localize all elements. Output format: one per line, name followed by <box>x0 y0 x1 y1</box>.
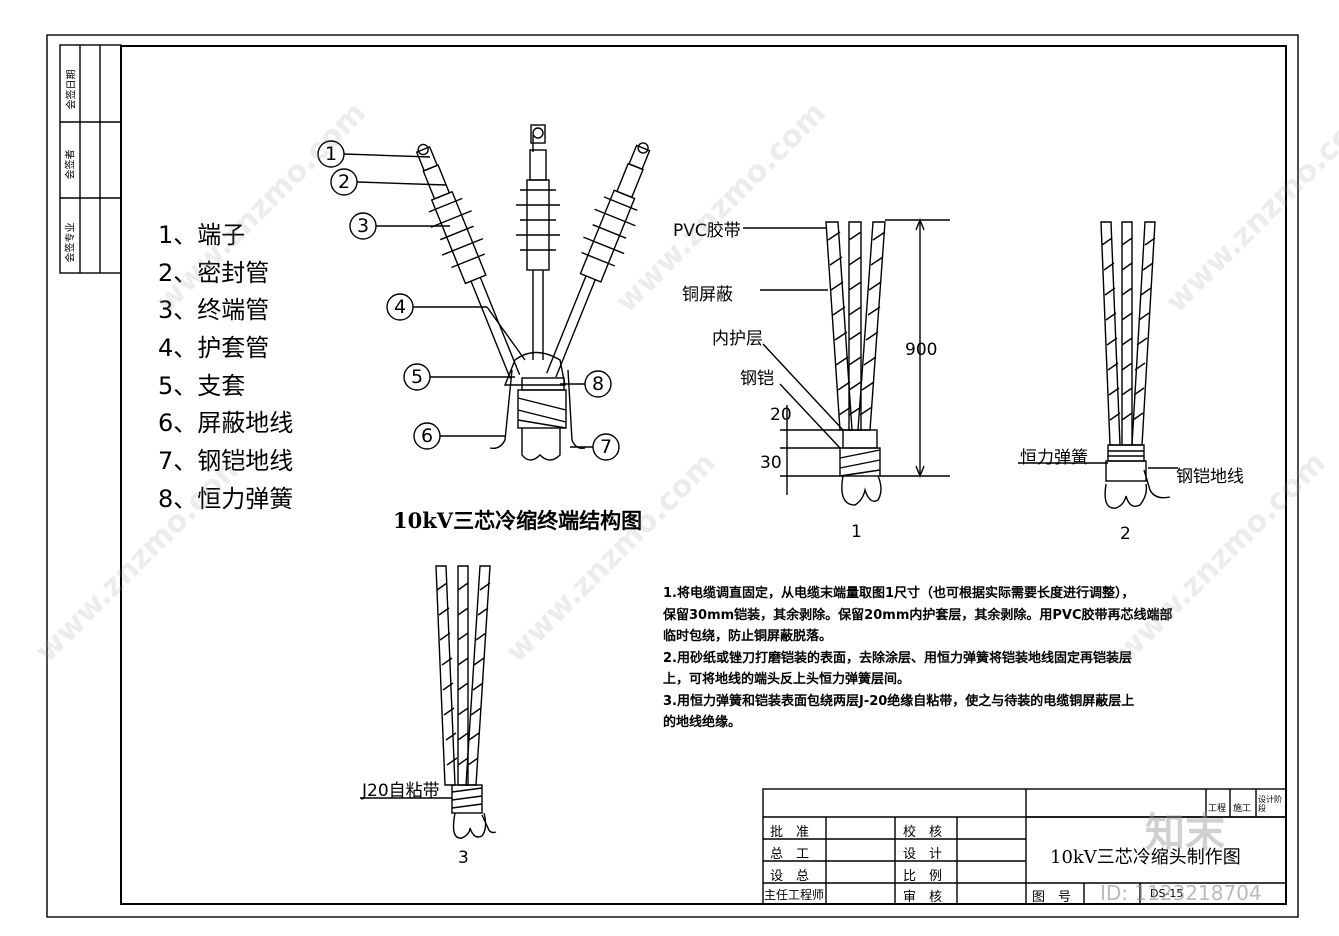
legend-item: 8、恒力弹簧 <box>158 485 294 513</box>
tb-scale: 比 例 <box>903 869 943 884</box>
termination-structure-diagram <box>317 124 651 461</box>
figure-1-caption: 1 <box>851 522 862 542</box>
label-j20-tape: J20自粘带 <box>362 781 440 801</box>
inner-frame <box>120 45 1287 905</box>
side-label-discipline: 会签专业 <box>65 222 77 263</box>
dimension-30: 30 <box>760 453 782 473</box>
legend-item: 4、护套管 <box>158 334 270 362</box>
callout-number: 5 <box>411 366 424 388</box>
tb-drawing-no-label: 图 号 <box>1032 890 1072 905</box>
note-line: 3.用恒力弹簧和铠装表面包绕两层J-20绝缘自粘带，使之与待装的电缆铜屏蔽层上 <box>663 693 1135 709</box>
tb-chief: 总 工 <box>770 847 810 862</box>
legend-item: 7、钢铠地线 <box>158 447 294 475</box>
callout-number: 6 <box>421 425 434 447</box>
tb-stage-b: 设计阶段 <box>1258 795 1282 813</box>
note-line: 1.将电缆调直固定，从电缆末端量取图1尺寸（也可根据实际需要长度进行调整）， <box>663 586 1135 601</box>
figure-2-caption: 2 <box>1120 524 1131 544</box>
tb-design-lead: 设 总 <box>770 869 810 884</box>
dimension-20: 20 <box>770 405 792 425</box>
figure-2-spring <box>1018 221 1178 509</box>
outer-frame <box>46 34 1299 918</box>
note-line: 的地线绝缘。 <box>663 715 742 730</box>
structure-diagram-title: 10kV三芯冷缩终端结构图 <box>393 508 643 533</box>
tb-chief-engineer: 主任工程师 <box>764 888 825 902</box>
label-constant-spring: 恒力弹簧 <box>1020 448 1088 468</box>
callout-number: 2 <box>338 171 351 193</box>
callout-number: 8 <box>592 373 605 395</box>
callout-number: 7 <box>600 436 613 458</box>
tb-drawing-title: 10kV三芯冷缩头制作图 <box>1050 847 1241 868</box>
note-line: 上，可将地线的端头反上头恒力弹簧层间。 <box>663 672 911 687</box>
watermark-brand: 知末 <box>1145 810 1225 856</box>
callout-number: 4 <box>394 296 407 318</box>
legend-item: 2、密封管 <box>158 259 270 287</box>
label-steel-armor: 钢铠 <box>740 369 774 389</box>
label-pvc-tape: PVC胶带 <box>673 221 741 241</box>
instruction-notes: 1.将电缆调直固定，从电缆末端量取图1尺寸（也可根据实际需要长度进行调整）， 保… <box>663 583 1183 734</box>
tb-design: 设 计 <box>903 847 943 862</box>
side-label-signer: 会签者 <box>65 149 77 180</box>
tb-review: 审 核 <box>903 890 943 905</box>
tb-check: 校 核 <box>903 825 943 840</box>
watermark-id: ID: 1123218704 <box>1100 881 1262 905</box>
figure-3-caption: 3 <box>458 848 469 868</box>
tb-project: 工程 <box>1208 804 1227 814</box>
label-inner-sheath: 内护层 <box>712 329 763 349</box>
figure-3-tape <box>360 565 497 839</box>
note-line: 2.用砂纸或锉刀打磨铠装的表面，去除涂层、用恒力弹簧将铠装地线固定再铠装层 <box>663 650 1132 666</box>
label-armor-ground: 钢铠地线 <box>1176 467 1244 487</box>
label-copper-shield: 铜屏蔽 <box>682 285 733 305</box>
legend-item: 6、屏蔽地线 <box>158 409 294 437</box>
dimension-900: 900 <box>905 340 938 360</box>
callout-number: 1 <box>325 143 338 165</box>
side-label-date: 会签日期 <box>66 69 78 110</box>
note-line: 保留30mm铠装，其余剥除。保留20mm内护套层，其余剥除。用PVC胶带再芯线端… <box>663 607 1173 623</box>
title-block-lines <box>762 788 1287 905</box>
legend-item: 3、终端管 <box>158 296 270 324</box>
side-signoff-block <box>59 44 122 274</box>
figure-1-stripping <box>743 218 950 506</box>
tb-approve: 批 准 <box>770 825 810 840</box>
legend-item: 1、端子 <box>158 221 246 249</box>
note-line: 临时包绕，防止铜屏蔽脱落。 <box>663 629 833 644</box>
legend-item: 5、支套 <box>158 372 246 400</box>
tb-drawing-no: DS-15 <box>1150 887 1184 900</box>
tb-stage-a: 施工 <box>1233 804 1252 814</box>
callout-number: 3 <box>357 215 370 237</box>
